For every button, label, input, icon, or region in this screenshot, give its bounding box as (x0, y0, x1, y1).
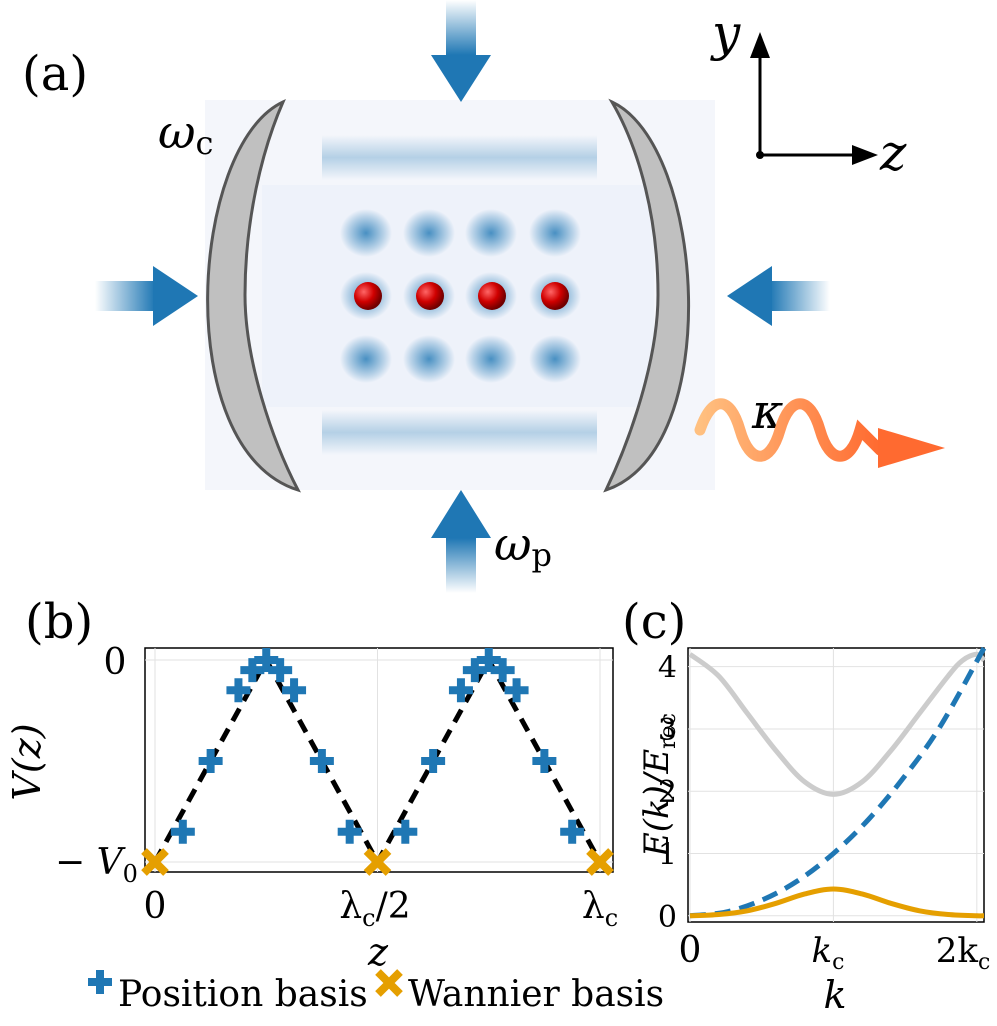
pump-arrow-bottom (431, 490, 491, 593)
position-basis-marker (198, 749, 223, 773)
svg-text:z: z (879, 124, 907, 182)
position-basis-marker (393, 819, 418, 844)
position-basis-marker (532, 749, 557, 773)
coordinate-axes: y z (710, 4, 907, 182)
panel-c-xlabel: k (823, 973, 846, 1017)
svg-text:Wannier basis: Wannier basis (408, 974, 664, 1015)
position-basis-marker (448, 678, 473, 703)
position-basis-marker (504, 678, 529, 703)
atom (541, 282, 569, 310)
position-basis-marker (240, 658, 265, 683)
atom (416, 282, 444, 310)
wannier-basis-marker (586, 848, 614, 876)
legend: Position basis Wannier basis (88, 969, 664, 1015)
panel-b-xtick-0: 0 (144, 886, 167, 927)
position-basis-marker (309, 749, 334, 773)
position-basis-marker (462, 658, 487, 683)
panel-b-ylabel: V(z) (5, 723, 49, 800)
wannier-basis-marker (141, 848, 169, 876)
panel-b: (b) V(z) 0 − V0 0 λc/2 λc z Position bas… (5, 594, 664, 1015)
panel-a-label: (a) (22, 46, 88, 102)
panel-a: (a) (22, 0, 945, 593)
panel-c-xtick-kc: kc (812, 931, 845, 975)
position-basis-marker (560, 819, 585, 844)
panel-b-ytick-bottom: − V0 (55, 842, 138, 888)
panel-c-yticks: 0 1 2 3 4 (658, 651, 677, 935)
lattice-region (262, 185, 654, 407)
position-basis-marker (337, 819, 362, 844)
svg-text:Position basis: Position basis (118, 974, 368, 1015)
position-basis-marker (282, 678, 307, 703)
panel-c-frame (687, 647, 985, 923)
atom (478, 282, 506, 310)
position-basis-marker (476, 648, 501, 672)
panel-c-xtick-2kc: 2kc (936, 931, 991, 975)
lower-band-curve (689, 886, 985, 919)
free-dispersion-curve (689, 646, 987, 919)
panel-c-ytick: 0 (658, 900, 677, 935)
panel-c-ytick: 3 (658, 713, 677, 748)
panel-b-ytick-top: 0 (104, 642, 127, 683)
panel-c-label: (c) (622, 594, 686, 650)
position-basis-marker (226, 678, 251, 703)
svg-text:y: y (710, 4, 741, 62)
panel-c-xtick-0: 0 (679, 930, 702, 971)
panel-b-plot (141, 648, 614, 876)
panel-c-ylabel: E(k)/Erec (637, 713, 681, 858)
panel-b-xtick-mid: λc/2 (339, 886, 410, 932)
position-basis-marker (268, 658, 293, 683)
legend-position-basis: Position basis (88, 970, 368, 1015)
panel-b-frame (144, 647, 614, 873)
pump-arrow-right (727, 266, 830, 326)
panel-c-plot (688, 646, 987, 919)
panel-c-ytick: 1 (658, 838, 677, 873)
position-basis-marker (490, 658, 515, 683)
wannier-basis-marker (363, 848, 392, 876)
panel-b-xtick-end: λc (582, 886, 618, 932)
position-basis-marker (170, 819, 195, 844)
right-mirror (603, 98, 690, 493)
field-band-top (322, 135, 597, 180)
position-basis-marker (254, 648, 279, 672)
position-basis-marker (421, 749, 446, 773)
legend-wannier-basis: Wannier basis (375, 969, 664, 1015)
omega-p-label: ωp (494, 517, 552, 574)
omega-c-label: ωc (158, 105, 213, 162)
field-band-bottom (322, 410, 597, 455)
left-mirror (206, 98, 301, 493)
pump-arrow-left (95, 266, 198, 326)
upper-band-curve (688, 651, 986, 797)
emission-wave (694, 398, 945, 468)
panel-c: (c) E(k)/Erec 0 1 2 3 4 0 kc 2kc k (622, 594, 990, 1017)
panel-c-ytick: 2 (658, 775, 677, 810)
panel-c-ytick: 4 (658, 651, 677, 686)
panel-b-label: (b) (25, 594, 93, 650)
atom (354, 282, 382, 310)
panel-b-xlabel: z (367, 930, 389, 974)
pump-arrow-top (431, 0, 491, 102)
